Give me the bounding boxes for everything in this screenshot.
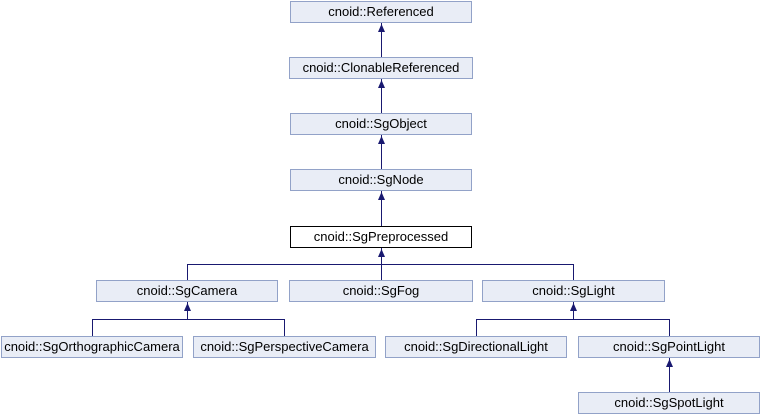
- class-node-sgcamera[interactable]: cnoid::SgCamera: [96, 280, 278, 302]
- class-node-label: cnoid::Referenced: [328, 4, 434, 19]
- class-node-label: cnoid::SgNode: [338, 172, 424, 187]
- class-node-label: cnoid::ClonableReferenced: [302, 60, 460, 75]
- class-node-label: cnoid::SgOrthographicCamera: [4, 339, 180, 354]
- class-node-sgobject[interactable]: cnoid::SgObject: [290, 113, 472, 135]
- class-node-referenced[interactable]: cnoid::Referenced: [290, 1, 472, 23]
- class-node-sgdirectionallight[interactable]: cnoid::SgDirectionalLight: [385, 336, 567, 358]
- class-node-label: cnoid::SgDirectionalLight: [404, 339, 548, 354]
- class-node-sgpreprocessed-current: cnoid::SgPreprocessed: [290, 226, 472, 248]
- class-node-sgpointlight[interactable]: cnoid::SgPointLight: [578, 336, 760, 358]
- class-node-label: cnoid::SgSpotLight: [614, 395, 724, 410]
- class-node-sgperspectivecamera[interactable]: cnoid::SgPerspectiveCamera: [193, 336, 376, 358]
- class-node-label: cnoid::SgPointLight: [612, 339, 726, 354]
- class-node-label: cnoid::SgPerspectiveCamera: [200, 339, 369, 354]
- class-node-label: cnoid::SgObject: [335, 116, 427, 131]
- class-node-label: cnoid::SgFog: [342, 283, 420, 298]
- class-node-sglight[interactable]: cnoid::SgLight: [482, 280, 665, 302]
- class-node-clonable-referenced[interactable]: cnoid::ClonableReferenced: [289, 57, 473, 79]
- class-node-sgnode[interactable]: cnoid::SgNode: [290, 169, 472, 191]
- class-node-label: cnoid::SgCamera: [136, 283, 238, 298]
- class-node-label: cnoid::SgPreprocessed: [313, 229, 449, 244]
- class-node-sgorthographiccamera[interactable]: cnoid::SgOrthographicCamera: [1, 336, 183, 358]
- class-node-sgfog[interactable]: cnoid::SgFog: [289, 280, 473, 302]
- class-node-sgspotlight[interactable]: cnoid::SgSpotLight: [578, 392, 760, 414]
- class-node-label: cnoid::SgLight: [532, 283, 615, 298]
